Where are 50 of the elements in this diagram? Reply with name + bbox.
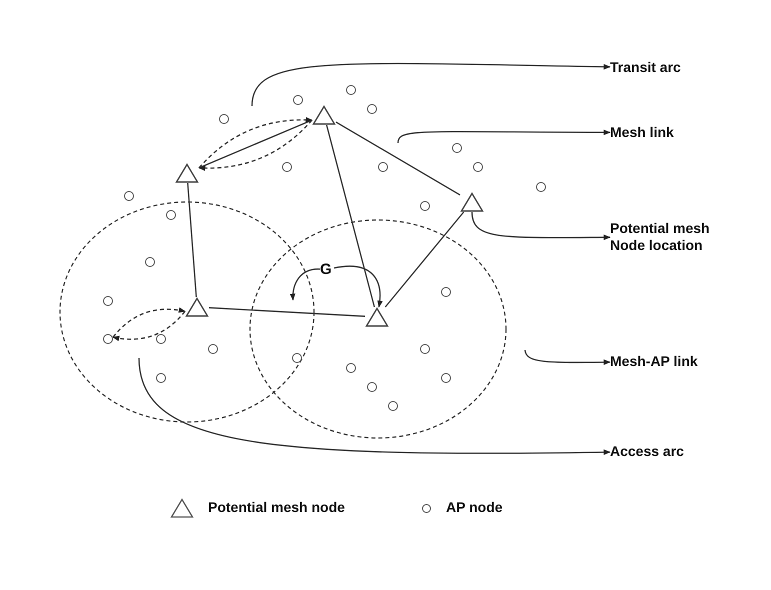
ap-node-marker bbox=[420, 201, 430, 211]
ap-node-marker bbox=[293, 95, 303, 105]
callout-label: Mesh link bbox=[610, 124, 674, 141]
link-line bbox=[208, 307, 366, 317]
ap-node-marker bbox=[145, 257, 155, 267]
mesh-node-marker bbox=[365, 307, 389, 327]
callout-label: Mesh-AP link bbox=[610, 353, 698, 370]
mesh-node-marker bbox=[460, 192, 484, 212]
ap-node-marker bbox=[103, 334, 113, 344]
curved-arrow bbox=[290, 268, 320, 301]
ap-node-marker bbox=[441, 373, 451, 383]
mesh-node-marker bbox=[312, 105, 336, 125]
ap-node-marker bbox=[219, 114, 229, 124]
ap-node-marker bbox=[346, 85, 356, 95]
ap-node-marker bbox=[292, 353, 302, 363]
link-line bbox=[326, 124, 376, 308]
ap-node-marker bbox=[156, 334, 166, 344]
curved-arrow bbox=[334, 266, 383, 308]
ap-node-marker bbox=[536, 182, 546, 192]
node-label: G bbox=[320, 261, 334, 278]
callout-label: Potential mesh Node location bbox=[610, 220, 728, 254]
ap-node-marker bbox=[124, 191, 134, 201]
leader-line bbox=[397, 130, 611, 144]
link-line bbox=[336, 122, 460, 196]
leader-line bbox=[524, 350, 611, 365]
leader-line bbox=[471, 212, 611, 240]
link-line bbox=[187, 182, 197, 298]
ap-node-marker bbox=[388, 401, 398, 411]
ap-node-marker bbox=[282, 162, 292, 172]
link-line bbox=[384, 212, 464, 308]
ap-node-marker bbox=[156, 373, 166, 383]
ap-node-marker bbox=[452, 143, 462, 153]
ap-node-marker bbox=[367, 104, 377, 114]
ap-node-marker bbox=[346, 363, 356, 373]
ap-node-marker bbox=[208, 344, 218, 354]
leader-line bbox=[138, 358, 611, 455]
ap-node-marker bbox=[473, 162, 483, 172]
mesh-node-marker bbox=[175, 163, 199, 183]
legend-label: Potential mesh node bbox=[208, 499, 345, 515]
ap-node-marker bbox=[420, 344, 430, 354]
ap-node-marker bbox=[166, 210, 176, 220]
mesh-node-marker bbox=[185, 297, 209, 317]
leader-line bbox=[251, 62, 611, 106]
ap-node-marker bbox=[378, 162, 388, 172]
ap-node-marker bbox=[103, 296, 113, 306]
legend-label: AP node bbox=[446, 499, 503, 515]
callout-label: Access arc bbox=[610, 443, 684, 460]
callout-label: Transit arc bbox=[610, 59, 681, 76]
ap-node-marker bbox=[367, 382, 377, 392]
ap-node-marker bbox=[441, 287, 451, 297]
